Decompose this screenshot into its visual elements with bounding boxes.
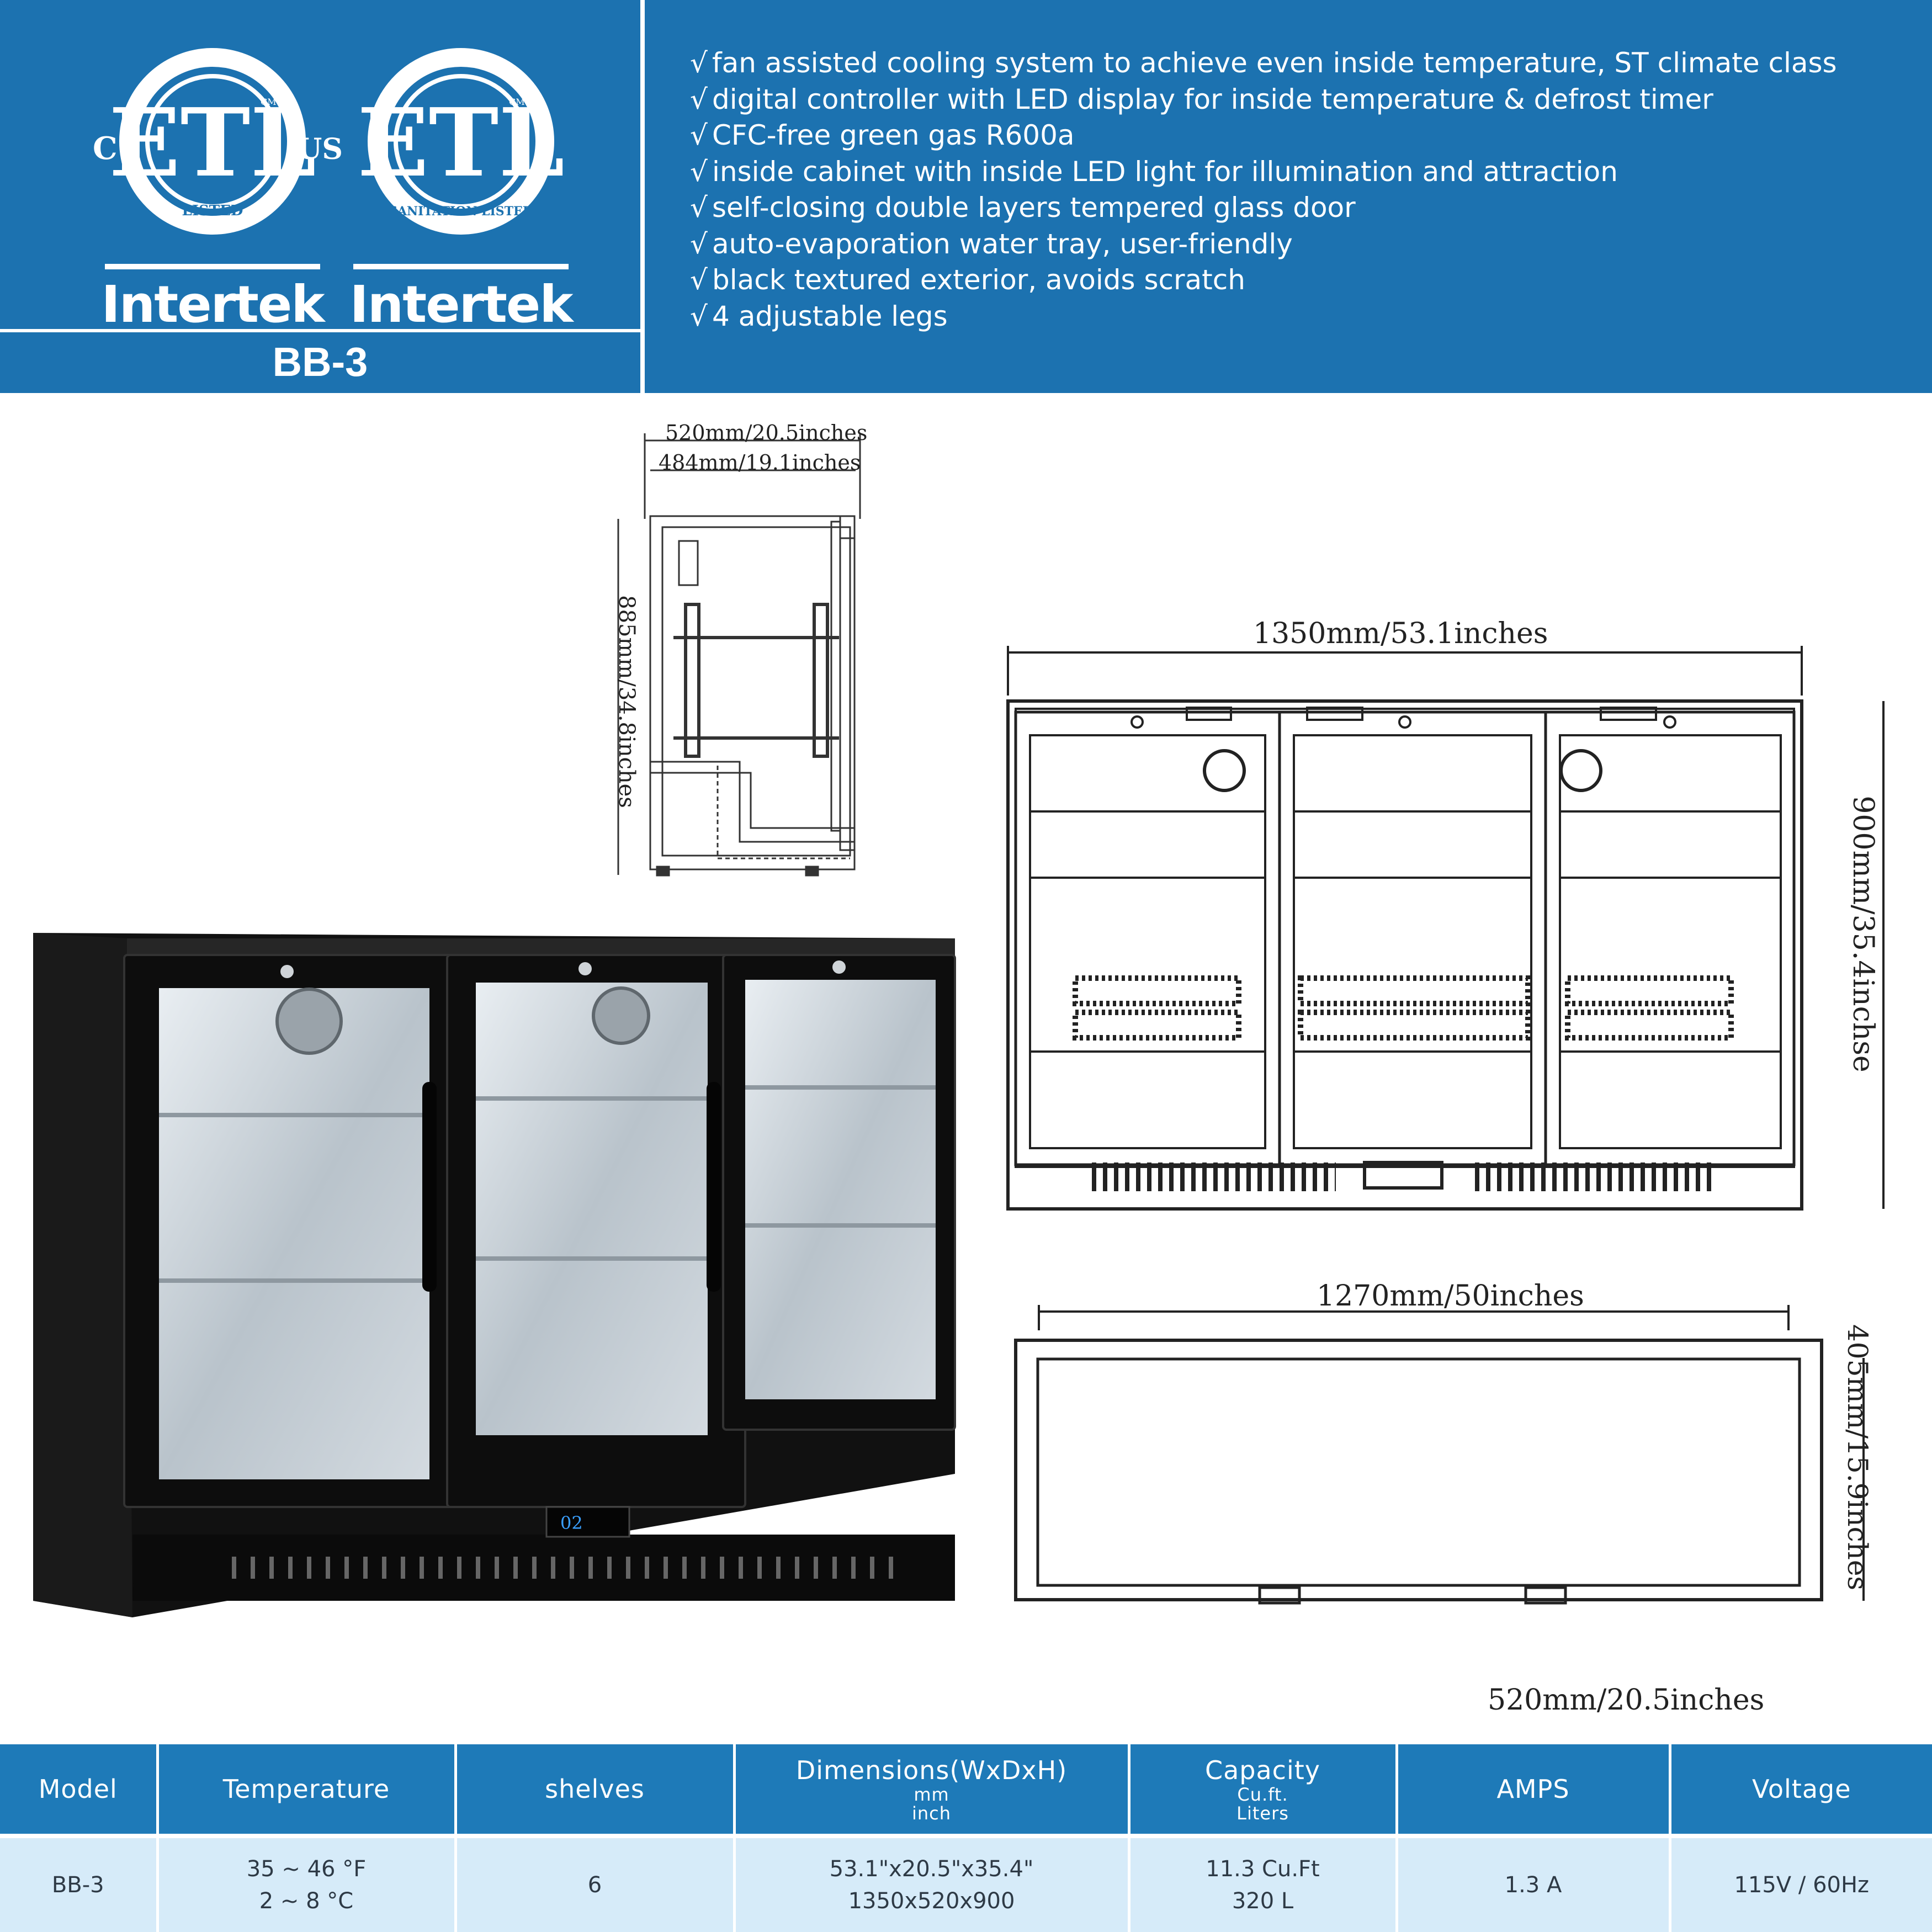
side-height-label: 885mm/34.8inches — [614, 595, 639, 808]
front-height-label: 900mm/35.4inchse — [1846, 795, 1880, 1073]
etl-ring-text: LISTED — [182, 203, 243, 219]
etl-listed-mark-icon: ETL C US CM LISTED — [93, 48, 343, 235]
top-width-label: 1270mm/50inches — [1317, 1280, 1584, 1313]
etl-ring-text: SANITATION LISTED — [389, 204, 533, 219]
check-icon: √ — [690, 83, 708, 115]
cell-capacity: 11.3 Cu.Ft 320 L — [1129, 1834, 1398, 1932]
etl-mark-text: ETL — [109, 88, 316, 198]
side-view-drawing — [617, 433, 861, 877]
header-divider — [640, 0, 645, 393]
cell-shelves: 6 — [455, 1834, 736, 1932]
bottom-depth-label: 520mm/20.5inches — [1488, 1684, 1765, 1717]
product-photo: 02 — [33, 933, 956, 1617]
etl-suffix-us: US — [297, 132, 342, 166]
header-rule — [0, 329, 640, 332]
header-features-panel — [645, 0, 1932, 393]
spec-table: Model Temperature shelves Dimensions(WxD… — [0, 1744, 1932, 1932]
feature-item: √fan assisted cooling system to achieve … — [690, 45, 1904, 82]
check-icon: √ — [690, 119, 708, 151]
col-shelves: shelves — [455, 1744, 736, 1836]
feature-item: √4 adjustable legs — [690, 299, 1904, 335]
col-dimensions: Dimensions(WxDxH) mm inch — [734, 1744, 1130, 1836]
etl-sanitation-logo: ETL CM SANITATION LISTED Intertek — [331, 43, 591, 334]
cell-model: BB-3 — [0, 1834, 159, 1932]
front-width-label: 1350mm/53.1inches — [1253, 617, 1548, 650]
feature-item: √auto-evaporation water tray, user-frien… — [690, 226, 1904, 263]
logo-rule — [105, 264, 320, 269]
col-capacity: Capacity Cu.ft. Liters — [1129, 1744, 1398, 1836]
cell-amps: 1.3 A — [1397, 1834, 1671, 1932]
check-icon: √ — [690, 47, 708, 79]
cell-dimensions: 53.1"x20.5"x35.4" 1350x520x900 — [734, 1834, 1130, 1932]
intertek-brand: Intertek — [101, 275, 325, 334]
side-depth-outer-label: 520mm/20.5inches — [665, 421, 868, 445]
etl-small-mark: CM — [509, 97, 525, 107]
etl-listed-logo: ETL C US CM LISTED Intertek — [83, 43, 343, 334]
side-depth-inner-label: 484mm/19.1inches — [659, 450, 861, 475]
check-icon: √ — [690, 300, 708, 332]
col-model: Model — [0, 1744, 159, 1836]
feature-item: √CFC-free green gas R600a — [690, 118, 1904, 154]
top-depth-label: 405mm/15.9inches — [1841, 1324, 1873, 1591]
feature-list: √fan assisted cooling system to achieve … — [690, 45, 1904, 335]
cell-voltage: 115V / 60Hz — [1670, 1834, 1932, 1932]
controller-display: 02 — [560, 1512, 583, 1533]
front-view-drawing — [1006, 646, 1885, 1211]
model-title: BB-3 — [272, 339, 368, 385]
intertek-brand: Intertek — [349, 275, 573, 334]
col-voltage: Voltage — [1670, 1744, 1932, 1836]
cell-temperature: 35 ~ 46 °F 2 ~ 8 °C — [157, 1834, 457, 1932]
feature-item: √black textured exterior, avoids scratch — [690, 262, 1904, 299]
table-header-row: Model Temperature shelves Dimensions(WxD… — [0, 1744, 1932, 1836]
table-row: BB-3 35 ~ 46 °F 2 ~ 8 °C 6 53.1"x20.5"x3… — [0, 1834, 1932, 1932]
etl-small-mark: CM — [261, 97, 277, 107]
header-bottom-rule — [0, 393, 1932, 396]
etl-sanitation-mark-icon: ETL CM SANITATION LISTED — [357, 48, 565, 235]
feature-item: √digital controller with LED display for… — [690, 82, 1904, 118]
check-icon: √ — [690, 264, 708, 296]
logo-rule — [353, 264, 569, 269]
check-icon: √ — [690, 227, 708, 260]
top-view-drawing — [1014, 1305, 1865, 1605]
etl-prefix-c: C — [93, 130, 118, 167]
feature-item: √inside cabinet with inside LED light fo… — [690, 154, 1904, 190]
check-icon: √ — [690, 155, 708, 188]
col-amps: AMPS — [1397, 1744, 1671, 1836]
etl-mark-text: ETL — [357, 88, 565, 198]
col-temperature: Temperature — [157, 1744, 457, 1836]
feature-item: √self-closing double layers tempered gla… — [690, 190, 1904, 226]
check-icon: √ — [690, 192, 708, 224]
